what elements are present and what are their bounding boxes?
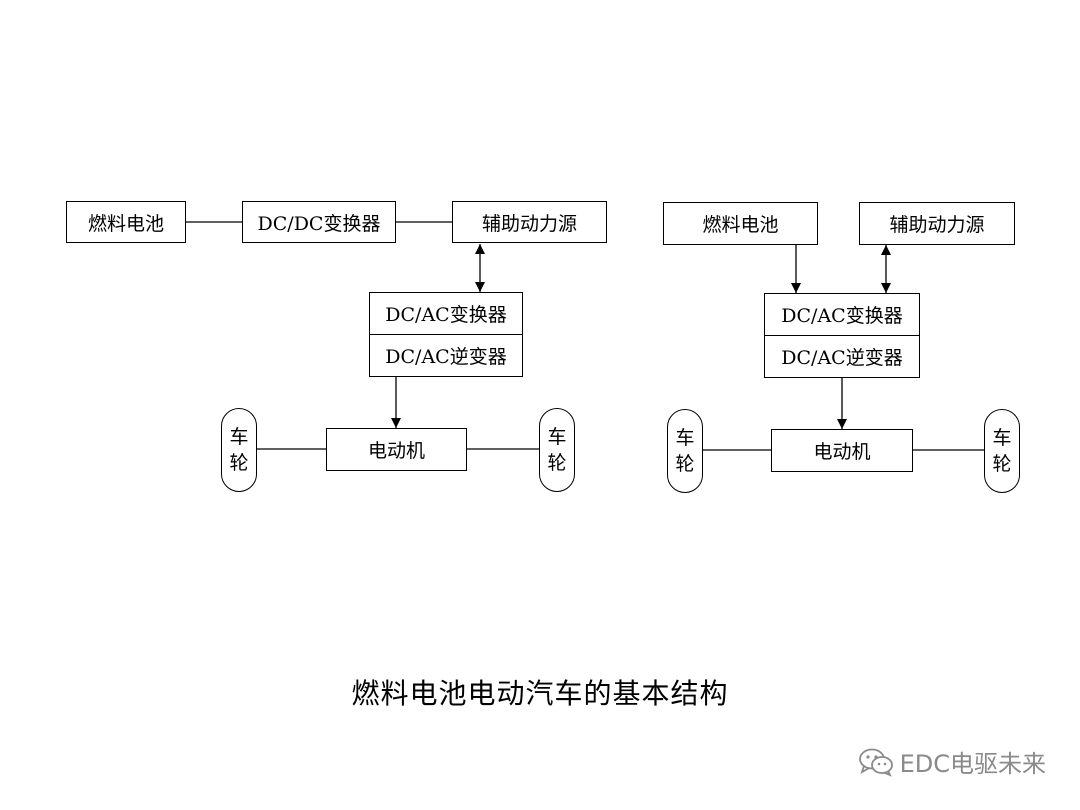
right-motor-box: 电动机 — [771, 429, 913, 472]
left-motor-box: 电动机 — [326, 428, 467, 471]
right-dcac-converter-label: DC/AC变换器 — [781, 304, 903, 327]
right-dcac-converter-row: DC/AC变换器 — [765, 294, 919, 336]
right-fuel-cell-label: 燃料电池 — [702, 214, 779, 236]
left-dcdc-converter-box: DC/DC变换器 — [242, 201, 396, 243]
right-dcac-inverter-row: DC/AC逆变器 — [765, 336, 919, 378]
left-fuel-cell-label: 燃料电池 — [87, 212, 164, 235]
watermark: EDC电驱未来 — [858, 744, 1046, 779]
left-dcac-inverter-label: DC/AC逆变器 — [385, 345, 507, 368]
wechat-icon — [858, 748, 893, 777]
right-fuel-cell-box: 燃料电池 — [663, 202, 818, 245]
wheel-char-2: 轮 — [675, 453, 695, 475]
left-fuel-cell-box: 燃料电池 — [66, 201, 186, 243]
left-wheel-right: 车 轮 — [539, 408, 575, 492]
left-dcac-block: DC/AC变换器 DC/AC逆变器 — [369, 292, 523, 377]
right-wheel-left: 车 轮 — [667, 409, 703, 493]
left-dcac-converter-row: DC/AC变换器 — [370, 293, 522, 335]
wheel-char-2: 轮 — [229, 452, 249, 474]
wheel-char-1: 车 — [675, 427, 695, 449]
wheel-char-2: 轮 — [992, 453, 1012, 475]
left-dcac-converter-label: DC/AC变换器 — [385, 303, 507, 326]
left-dcac-inverter-row: DC/AC逆变器 — [370, 335, 522, 377]
right-wheel-right: 车 轮 — [984, 409, 1020, 493]
right-dcac-block: DC/AC变换器 DC/AC逆变器 — [764, 293, 920, 378]
wheel-char-1: 车 — [229, 426, 249, 448]
right-motor-label: 电动机 — [813, 441, 871, 463]
wheel-char-1: 车 — [992, 427, 1012, 449]
left-aux-power-box: 辅助动力源 — [452, 201, 607, 243]
right-dcac-inverter-label: DC/AC逆变器 — [781, 346, 903, 369]
wheel-char-2: 轮 — [547, 452, 567, 474]
right-aux-power-label: 辅助动力源 — [889, 214, 985, 236]
wheel-char-1: 车 — [547, 426, 567, 448]
left-aux-power-label: 辅助动力源 — [481, 212, 577, 235]
diagram-caption: 燃料电池电动汽车的基本结构 — [351, 677, 729, 710]
left-motor-label: 电动机 — [367, 440, 425, 462]
right-aux-power-box: 辅助动力源 — [859, 202, 1015, 245]
watermark-text: EDC电驱未来 — [899, 750, 1046, 778]
left-wheel-left: 车 轮 — [221, 408, 257, 492]
left-dcdc-converter-label: DC/DC变换器 — [257, 212, 381, 235]
